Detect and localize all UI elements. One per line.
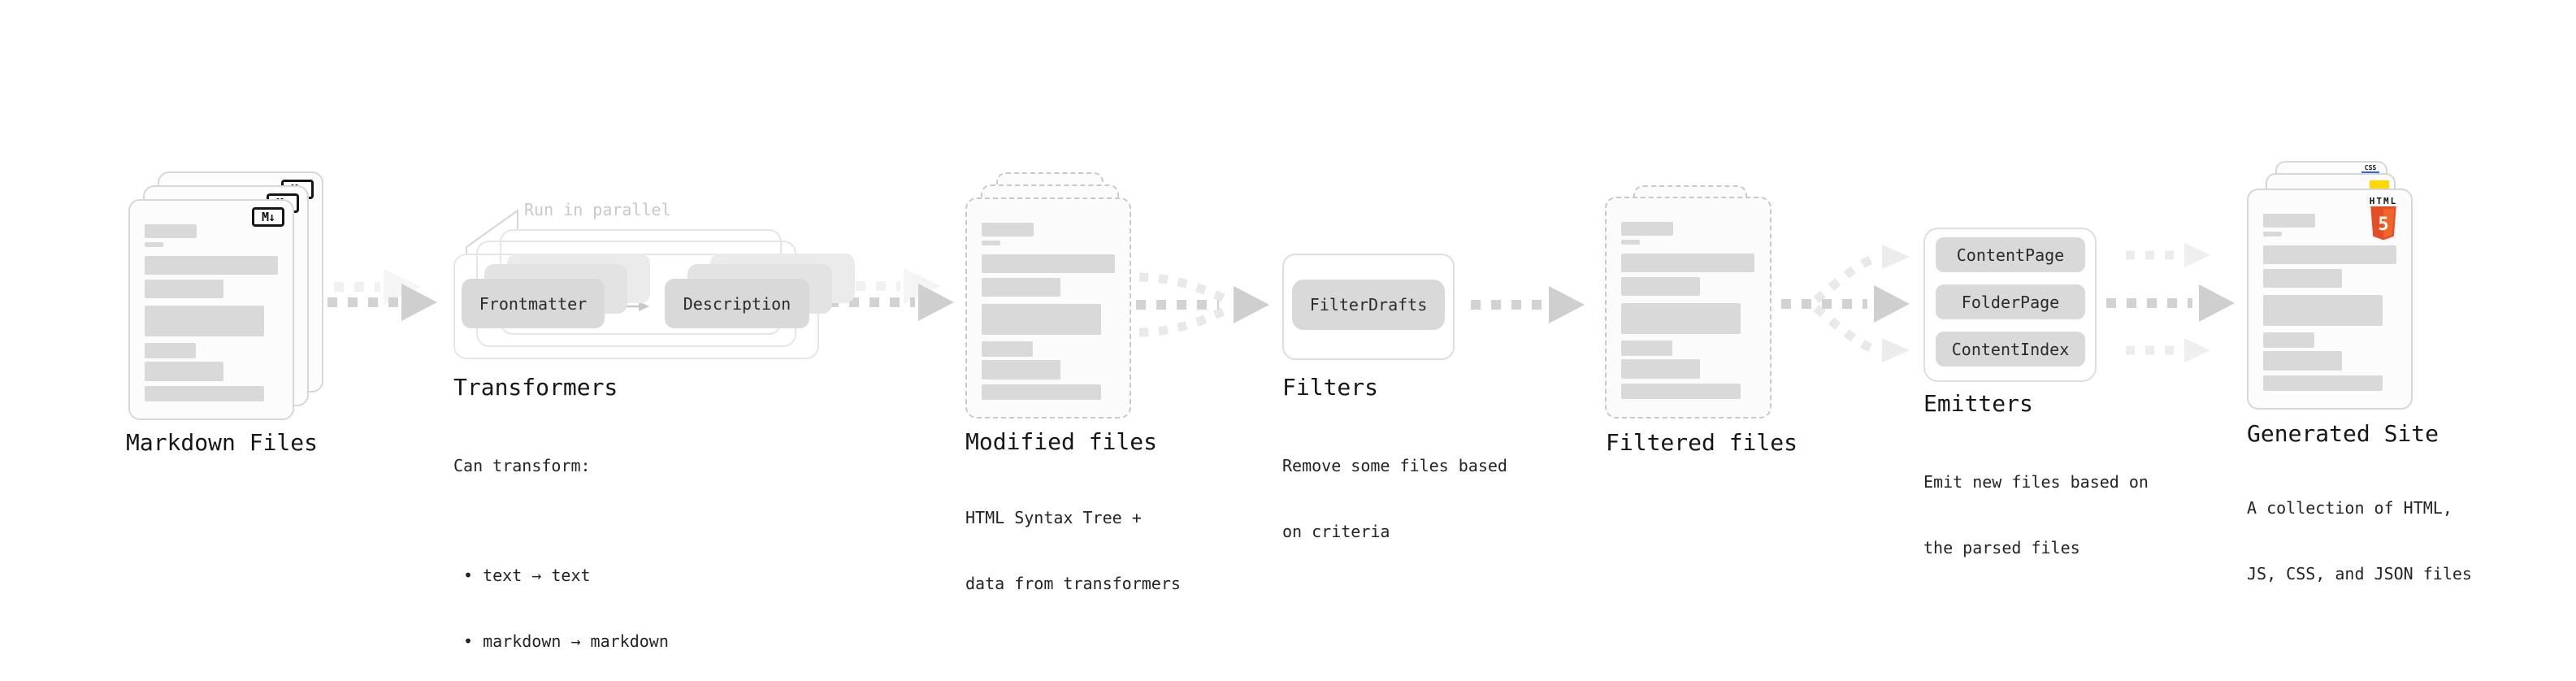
filters-description: Remove some files based on criteria	[1282, 411, 1507, 587]
html5-icon: HTML 5	[2366, 197, 2401, 244]
html5-shield: 5	[2370, 206, 2396, 241]
contentpage-pill: ContentPage	[1936, 237, 2085, 272]
markdown-icon: M↓	[252, 207, 284, 227]
markdown-files-title: Markdown Files	[126, 429, 319, 456]
markdown-file-card-front: M↓	[128, 199, 294, 420]
bullet-item: • text → text	[463, 566, 591, 585]
text-line-placeholder	[1621, 222, 1673, 236]
contentindex-pill: ContentIndex	[1936, 332, 2085, 367]
text-line-placeholder	[2263, 214, 2315, 228]
desc-line: the parsed files	[1923, 538, 2080, 557]
arrow-filtered-to-emitters-split	[1781, 245, 1910, 362]
arrow-filters-to-filtered	[1471, 286, 1585, 323]
text-line-placeholder	[2263, 245, 2396, 264]
transformers-desc-heading: Can transform:	[453, 456, 591, 475]
run-in-parallel-note: Run in parallel	[524, 200, 671, 219]
description-pill: Description	[665, 279, 809, 328]
text-line-placeholder	[1621, 303, 1741, 334]
text-line-placeholder	[2263, 232, 2282, 236]
run-in-parallel-callout-line	[466, 209, 518, 254]
filters-title: Filters	[1282, 374, 1379, 401]
desc-line: data from transformers	[965, 574, 1181, 593]
modified-files-title: Modified files	[965, 428, 1158, 455]
modified-file-card-front	[965, 197, 1131, 419]
transformers-title: Transformers	[453, 374, 618, 401]
generated-site-title: Generated Site	[2247, 420, 2439, 447]
text-line-placeholder	[145, 362, 223, 381]
desc-line: HTML Syntax Tree +	[965, 508, 1142, 527]
text-line-placeholder	[2263, 351, 2342, 371]
generated-site-description: A collection of HTML, JS, CSS, and JSON …	[2247, 453, 2472, 629]
text-line-placeholder	[982, 384, 1101, 400]
text-line-placeholder	[1621, 340, 1672, 356]
text-line-placeholder	[145, 343, 196, 358]
text-line-placeholder	[982, 304, 1101, 335]
text-line-placeholder	[1621, 240, 1640, 245]
text-line-placeholder	[982, 278, 1060, 297]
text-line-placeholder	[145, 386, 264, 401]
text-line-placeholder	[982, 360, 1060, 380]
desc-line: A collection of HTML,	[2247, 498, 2452, 518]
arrow-emitters-to-generated	[2106, 243, 2235, 362]
generated-html-card: HTML 5	[2247, 189, 2413, 410]
js-icon	[2370, 180, 2389, 191]
text-line-placeholder	[982, 254, 1115, 273]
arrow-modified-to-filters-merge	[1136, 272, 1269, 337]
html5-icon-word: HTML	[2369, 196, 2398, 206]
arrow-markdown-to-transformers	[307, 269, 437, 321]
text-line-placeholder	[982, 223, 1034, 236]
desc-line: Remove some files based	[1282, 456, 1507, 475]
text-line-placeholder	[145, 224, 197, 238]
text-line-placeholder	[2263, 332, 2314, 348]
emitters-title: Emitters	[1923, 390, 2033, 417]
bullet-item: • markdown → markdown	[463, 631, 669, 651]
text-line-placeholder	[1621, 254, 1754, 272]
svg-text:5: 5	[2378, 214, 2388, 235]
text-line-placeholder	[2263, 269, 2342, 288]
arrow-transformers-to-modified	[829, 268, 954, 321]
text-line-placeholder	[2263, 375, 2383, 391]
frontmatter-pill: Frontmatter	[462, 279, 605, 328]
desc-line: on criteria	[1282, 522, 1390, 541]
transformers-bullet-list: • text → text • markdown → markdown • ht…	[453, 521, 669, 681]
desc-line: Emit new files based on	[1923, 472, 2149, 492]
modified-files-description: HTML Syntax Tree + data from transformer…	[965, 463, 1181, 639]
text-line-placeholder	[2263, 295, 2383, 326]
transformers-description: Can transform: • text → text • markdown …	[453, 411, 669, 681]
text-line-placeholder	[982, 341, 1033, 357]
desc-line: JS, CSS, and JSON files	[2247, 564, 2472, 583]
text-line-placeholder	[1621, 384, 1741, 399]
text-line-placeholder	[145, 242, 163, 247]
emitters-description: Emit new files based on the parsed files	[1923, 427, 2149, 603]
filtered-file-card-front	[1605, 197, 1772, 419]
filterdrafts-pill: FilterDrafts	[1292, 280, 1445, 330]
text-line-placeholder	[1621, 359, 1700, 379]
text-line-placeholder	[145, 256, 278, 275]
text-line-placeholder	[145, 306, 264, 336]
text-line-placeholder	[982, 241, 1000, 245]
text-line-placeholder	[145, 280, 223, 298]
filtered-files-title: Filtered files	[1606, 429, 1798, 456]
folderpage-pill: FolderPage	[1936, 284, 2085, 319]
text-line-placeholder	[1621, 277, 1700, 296]
